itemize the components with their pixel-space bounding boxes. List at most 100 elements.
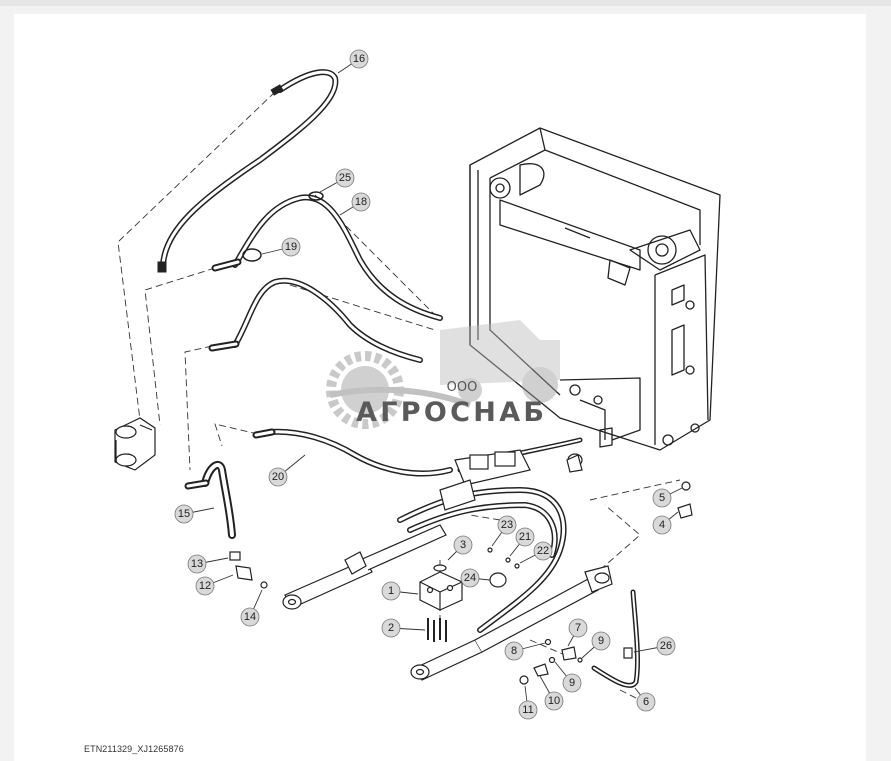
callout-5: 5 — [652, 487, 683, 508]
callout-circle — [652, 488, 672, 508]
hose-middle — [208, 277, 423, 363]
callout-24: 24 — [460, 568, 491, 588]
callout-16: 16 — [337, 49, 369, 74]
callout-circle — [281, 237, 301, 257]
callout-11: 11 — [518, 685, 538, 720]
callout-circle — [656, 636, 676, 656]
callout-circle — [381, 618, 401, 638]
callout-label: 10 — [548, 695, 560, 707]
hose-20 — [252, 428, 453, 477]
hose-16 — [157, 69, 339, 273]
callout-4: 4 — [652, 511, 679, 535]
callout-circle — [381, 581, 401, 601]
callout-label: 26 — [660, 640, 672, 652]
callout-label: 18 — [355, 196, 367, 208]
callout-label: 8 — [511, 645, 517, 657]
callout-26: 26 — [633, 636, 676, 656]
callout-circle — [240, 607, 260, 627]
callout-14: 14 — [240, 589, 263, 627]
callout-15: 15 — [174, 504, 215, 524]
callout-2: 2 — [381, 618, 426, 638]
callout-circle — [504, 641, 524, 661]
callout-9: 9 — [554, 661, 582, 693]
callout-label: 7 — [575, 622, 581, 634]
callout-circle — [195, 576, 215, 596]
callout-circle — [568, 618, 588, 638]
callout-8: 8 — [504, 641, 546, 661]
figure-code: ETN211329_XJ1265876 — [84, 744, 184, 754]
callout-label: 9 — [569, 677, 575, 689]
callout-22: 22 — [519, 541, 553, 564]
callout-circle — [562, 673, 582, 693]
bolts-2 — [427, 618, 447, 642]
callout-10: 10 — [539, 675, 564, 711]
callout-6: 6 — [634, 687, 656, 712]
callout-label: 20 — [272, 471, 284, 483]
callout-label: 22 — [537, 545, 549, 557]
callout-9: 9 — [581, 631, 611, 659]
frame-radiator-assembly — [469, 127, 721, 451]
cylinder-right — [410, 565, 613, 681]
valve-block-1 — [419, 571, 463, 611]
callout-3: 3 — [447, 535, 473, 561]
callout-circle — [497, 515, 517, 535]
callout-circle — [591, 631, 611, 651]
callout-7: 7 — [567, 618, 588, 647]
callout-label: 5 — [659, 492, 665, 504]
callout-circle — [544, 691, 564, 711]
cylinder-left — [282, 524, 447, 610]
callout-circle — [174, 504, 194, 524]
top-bar — [0, 0, 891, 6]
hose-15 — [184, 461, 236, 539]
callout-label: 15 — [178, 508, 190, 520]
watermark-prefix: ООО — [447, 380, 478, 395]
callout-circle — [518, 700, 538, 720]
callout-label: 14 — [244, 611, 256, 623]
callout-circle — [349, 49, 369, 69]
callout-label: 1 — [388, 585, 394, 597]
callout-circle — [460, 568, 480, 588]
callout-label: 3 — [460, 539, 466, 551]
fittings-12-14 — [229, 551, 268, 589]
callout-1: 1 — [381, 581, 419, 601]
callout-12: 12 — [195, 574, 234, 596]
callout-label: 2 — [388, 622, 394, 634]
hose-18 — [211, 191, 443, 321]
callout-circle — [268, 467, 288, 487]
callout-circle — [533, 541, 553, 561]
callout-label: 23 — [501, 519, 513, 531]
callout-label: 16 — [353, 53, 365, 65]
callout-label: 11 — [522, 704, 533, 716]
valve-cluster — [439, 449, 583, 511]
callout-25: 25 — [319, 168, 355, 193]
callout-circle — [515, 527, 535, 547]
callouts: 1234567899101112131415161819202122232425… — [174, 49, 683, 720]
callout-label: 6 — [643, 696, 649, 708]
callout-label: 24 — [464, 572, 476, 584]
callout-label: 19 — [285, 241, 297, 253]
callout-label: 25 — [339, 172, 351, 184]
hose-6 — [591, 589, 640, 688]
callout-circle — [652, 515, 672, 535]
watermark-name: АГРОСНАБ — [356, 397, 544, 428]
valve-left — [114, 417, 156, 471]
callout-label: 13 — [191, 558, 203, 570]
callout-circle — [636, 692, 656, 712]
callout-label: 12 — [199, 580, 211, 592]
callout-circle — [187, 554, 207, 574]
callout-circle — [351, 192, 371, 212]
callout-20: 20 — [268, 454, 306, 487]
callout-18: 18 — [339, 192, 371, 216]
callout-circle — [453, 535, 473, 555]
callout-19: 19 — [261, 237, 301, 257]
callout-21: 21 — [509, 527, 535, 557]
small-parts — [433, 454, 693, 685]
watermark-logo — [326, 320, 560, 429]
callout-label: 21 — [519, 531, 531, 543]
callout-label: 9 — [598, 635, 604, 647]
callout-circle — [335, 168, 355, 188]
callout-label: 4 — [659, 519, 665, 531]
callout-13: 13 — [187, 554, 229, 574]
callout-23: 23 — [491, 515, 517, 547]
